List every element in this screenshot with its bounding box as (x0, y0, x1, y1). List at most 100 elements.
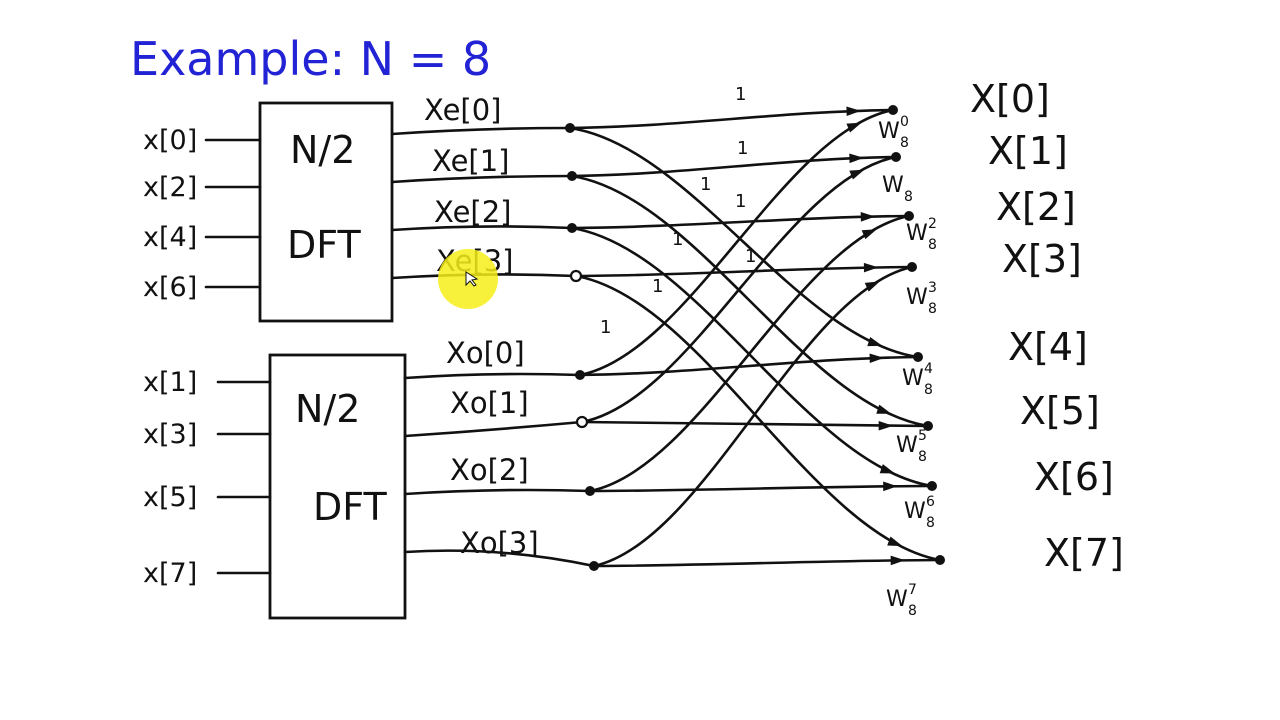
butterfly-edge (580, 420, 930, 428)
odd-output-label: Xo[3] (460, 526, 539, 560)
output-node (888, 105, 898, 115)
twiddle-base: W (896, 433, 918, 458)
twiddle-base: W (902, 366, 924, 391)
twiddle-superscript: 5 (918, 428, 927, 444)
even-output-wire (390, 174, 574, 184)
output-label: X[4] (1008, 325, 1088, 369)
twiddle-subscript: 8 (926, 515, 935, 531)
input-label-even: x[2] (143, 172, 197, 203)
twiddle-subscript: 8 (908, 603, 917, 619)
butterfly-edge (574, 274, 942, 562)
edge-arrow (887, 536, 903, 547)
output-node (913, 352, 923, 362)
output-label: X[3] (1002, 237, 1082, 281)
twiddle-superscript: 6 (926, 494, 935, 510)
dft-block-odd-label-top: N/2 (295, 387, 360, 431)
butterfly-node (567, 171, 577, 181)
output-label: X[5] (1020, 389, 1100, 433)
even-output-label: Xe[2] (434, 195, 511, 229)
twiddle-base: W (886, 587, 908, 612)
branch-weight-label: 1 (700, 174, 711, 195)
even-output-wire (390, 126, 572, 136)
dft-block-even (258, 101, 394, 323)
butterfly-node (565, 123, 575, 133)
output-node (927, 481, 937, 491)
edge-arrow (860, 212, 876, 222)
edge-arrow (846, 122, 862, 133)
input-label-odd: x[3] (143, 419, 197, 450)
butterfly-node (575, 370, 585, 380)
output-node (923, 421, 933, 431)
twiddle-subscript: 8 (918, 449, 927, 465)
output-node (935, 555, 945, 565)
twiddle-superscript: 2 (928, 216, 937, 232)
branch-weight-label: 1 (745, 246, 756, 267)
twiddle-subscript: 8 (928, 237, 937, 253)
branch-weight-label: 1 (737, 138, 748, 159)
butterfly-edge (570, 174, 930, 428)
branch-weight-label: 1 (652, 276, 663, 297)
twiddle-subscript: 8 (928, 301, 937, 317)
twiddle-base: W (906, 285, 928, 310)
cursor-pointer-icon (465, 271, 479, 287)
edge-arrow (863, 262, 879, 273)
odd-output-wire (403, 420, 584, 438)
edge-arrow (846, 106, 861, 117)
even-output-label: Xe[1] (432, 144, 509, 178)
edge-arrow (864, 281, 880, 292)
odd-output-label: Xo[2] (450, 453, 529, 487)
input-label-even: x[4] (143, 222, 197, 253)
butterfly-node (589, 561, 599, 571)
twiddle-base: W (904, 499, 926, 524)
edge-arrow (849, 169, 865, 180)
odd-output-label: Xo[1] (450, 386, 529, 420)
even-output-label: Xe[0] (424, 93, 501, 127)
twiddle-superscript: 0 (900, 114, 909, 130)
edge-arrow (861, 229, 877, 240)
edge-arrow (876, 404, 892, 414)
diagram-title: Example: N = 8 (130, 32, 491, 86)
output-node (891, 152, 901, 162)
dft-block-even-label-bottom: DFT (287, 223, 361, 267)
edge-arrow (849, 153, 864, 164)
input-label-even: x[6] (143, 272, 197, 303)
odd-output-wire (403, 549, 596, 568)
output-label: X[1] (988, 129, 1068, 173)
twiddle-subscript: 8 (904, 189, 913, 205)
odd-output-label: Xo[0] (446, 336, 525, 370)
twiddle-base: W (906, 221, 928, 246)
butterfly-edge (568, 108, 895, 130)
twiddle-superscript: 7 (908, 582, 917, 598)
butterfly-edge (568, 126, 920, 359)
butterfly-edge (570, 155, 898, 178)
edge-arrow (869, 353, 885, 364)
input-label-odd: x[5] (143, 482, 197, 513)
butterfly-edge (588, 484, 934, 493)
even-output-wire (390, 225, 574, 232)
output-label: X[2] (996, 185, 1076, 229)
branch-weight-label: 1 (735, 191, 746, 212)
output-label: X[0] (970, 77, 1050, 121)
branch-weight-label: 1 (672, 229, 683, 250)
output-label: X[7] (1044, 531, 1124, 575)
butterfly-edge (592, 558, 942, 568)
twiddle-base: W (882, 173, 904, 198)
input-label-odd: x[1] (143, 367, 197, 398)
twiddle-superscript: 3 (928, 280, 937, 296)
output-node (904, 211, 914, 221)
twiddle-base: W (878, 119, 900, 144)
branch-weight-label: 1 (735, 84, 746, 105)
twiddle-subscript: 8 (924, 382, 933, 398)
edge-arrow (890, 555, 906, 566)
odd-output-wire (403, 372, 582, 380)
butterfly-edge (592, 265, 914, 568)
butterfly-node (585, 486, 595, 496)
butterfly-edge (570, 226, 934, 488)
edge-arrow (867, 337, 883, 347)
odd-output-wire (403, 488, 592, 496)
dft-block-even-label-top: N/2 (290, 128, 355, 172)
